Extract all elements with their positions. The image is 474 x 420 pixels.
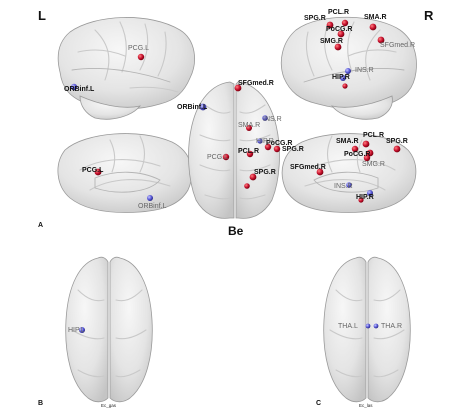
node-sma-center [246, 125, 252, 131]
label-orb-l-mid: ORBinf.L [138, 203, 167, 210]
label-pcg-l-top: PCG.L [128, 45, 150, 52]
label-sma-tr: SMA.R [364, 14, 387, 21]
node-pocg-mr [366, 149, 374, 157]
node-extra-center [244, 183, 250, 189]
node-hip-center [257, 138, 263, 144]
brain-dorsal-view [188, 81, 280, 219]
label-sfgmed-center: SFGmed.R [238, 80, 274, 87]
label-smg-mr: SMG.R [362, 161, 385, 168]
label-sfgmed-tr: SFGmed.R [380, 42, 416, 49]
node-spg-tr [326, 21, 334, 29]
label-pcg-center: PCG.L [207, 154, 229, 161]
center-view-label: Be [228, 224, 244, 238]
node-hip-l-b [79, 327, 85, 333]
label-orb-l-top: ORBinf.L [64, 86, 95, 93]
node-smg-mr [363, 154, 371, 162]
node-pcg-center [222, 153, 230, 161]
label-spg-mr: SPG.R [386, 138, 408, 145]
node-ins-tr [345, 68, 351, 74]
node-smg-tr [334, 43, 342, 51]
node-spg-mr [393, 145, 401, 153]
node-extra-mr [358, 197, 364, 203]
node-pcl-mr [362, 140, 370, 148]
node-sfgmed-tr [377, 36, 385, 44]
node-pcl-center [246, 150, 254, 158]
label-pcl-mr: PCL.R [363, 132, 384, 139]
panel-letter-a: A [38, 222, 44, 229]
node-spg-center2 [273, 145, 281, 153]
node-sfgmed-mr [316, 168, 324, 176]
label-pcl-tr: PCL.R [328, 9, 349, 16]
node-ins-mr [346, 182, 352, 188]
label-smg-tr: SMG.R [320, 38, 343, 45]
node-markers [70, 19, 401, 333]
label-sma-center: SMA.R [238, 122, 261, 129]
node-pcl-tr [341, 19, 349, 27]
node-pocg-center [264, 143, 272, 151]
node-hip-mr [367, 190, 373, 196]
brain-panel-c [323, 256, 411, 403]
label-tha-r-c: THA.R [381, 323, 402, 330]
node-sma-tr [369, 23, 377, 31]
label-spg-center: SPG.R [254, 169, 276, 176]
panel-letter-c: C [316, 400, 322, 407]
brain-panel-b [65, 256, 153, 403]
label-spg-center2: SPG.R [282, 146, 304, 153]
label-ins-mr: INS.R [334, 183, 353, 190]
node-pocg-tr [337, 30, 345, 38]
node-tha-l-c [365, 323, 371, 329]
label-hip-tr: HIP.R [332, 74, 350, 81]
node-tha-r-c [373, 323, 379, 329]
panel-letter-b: B [38, 400, 44, 407]
label-pcl-center: PCL.R [238, 148, 259, 155]
label-pocg-mr: PoCG.R [344, 151, 371, 158]
label-hip-mr: HIP.R [356, 194, 374, 201]
label-pcg-l-mid: PCG.L [82, 167, 104, 174]
label-pocg-tr: PoCG.R [326, 26, 353, 33]
panel-c-note: Ec_las [359, 403, 373, 408]
node-orb-l-mid [147, 195, 153, 201]
label-pocg-center: PoCG.R [266, 140, 293, 147]
node-sma-mr [351, 145, 359, 153]
label-hip-l-b: HIP.L [68, 327, 85, 334]
node-sfgmed-center [234, 84, 242, 92]
brain-left-medial [57, 133, 193, 213]
label-ins-tr: INS.R [355, 67, 374, 74]
right-hemisphere-label: R [424, 8, 434, 23]
brain-right-medial [281, 133, 417, 213]
node-pcg-l-mid [94, 168, 102, 176]
label-spg-tr: SPG.R [304, 15, 326, 22]
label-hip-center: HIP.R [256, 138, 274, 145]
panel-b-note: Ec_gas [101, 403, 117, 408]
node-ins-center [262, 115, 268, 121]
brain-left-lateral [57, 17, 195, 120]
node-hip-tr [340, 75, 346, 81]
node-orb-center [199, 103, 207, 111]
label-orb-center: ORBinf.L [177, 104, 208, 111]
label-sfgmed-mr: SFGmed.R [290, 164, 326, 171]
label-sma-mr: SMA.R [336, 138, 359, 145]
node-pcg-l-top [137, 53, 145, 61]
node-orb-l-top [70, 83, 78, 91]
node-spg-center [249, 173, 257, 181]
node-extra-tr [342, 83, 348, 89]
label-ins-center: INS.R [263, 116, 282, 123]
left-hemisphere-label: L [38, 8, 46, 23]
label-tha-l-c: THA.L [338, 323, 358, 330]
